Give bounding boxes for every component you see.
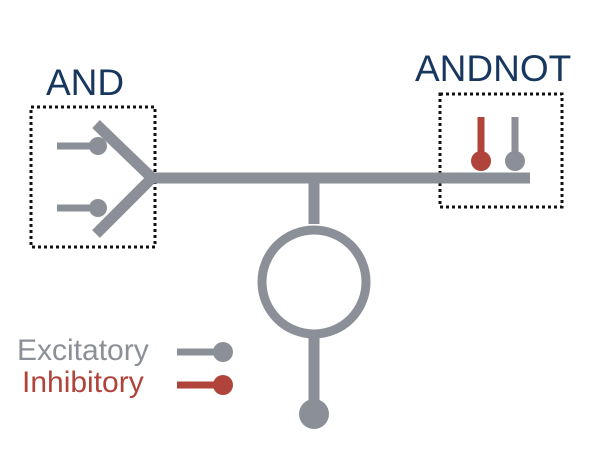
legend-inhibitory-terminal — [213, 375, 233, 395]
and-input-terminal-1 — [89, 137, 107, 155]
andnot-gate-label: ANDNOT — [415, 48, 572, 89]
soma-circle — [257, 225, 371, 339]
legend-excitatory-label: Excitatory — [17, 334, 149, 367]
andnot-excitatory-terminal — [505, 151, 525, 171]
dendrite-fork — [92, 120, 160, 238]
andnot-inhibitory-terminal — [471, 151, 491, 171]
legend-excitatory-terminal — [213, 342, 233, 362]
legend-inhibitory-label: Inhibitory — [22, 366, 144, 399]
and-gate-label: AND — [46, 62, 125, 103]
output-terminal — [299, 399, 329, 429]
and-input-terminal-2 — [89, 199, 107, 217]
andnot-gate-box — [438, 92, 564, 209]
